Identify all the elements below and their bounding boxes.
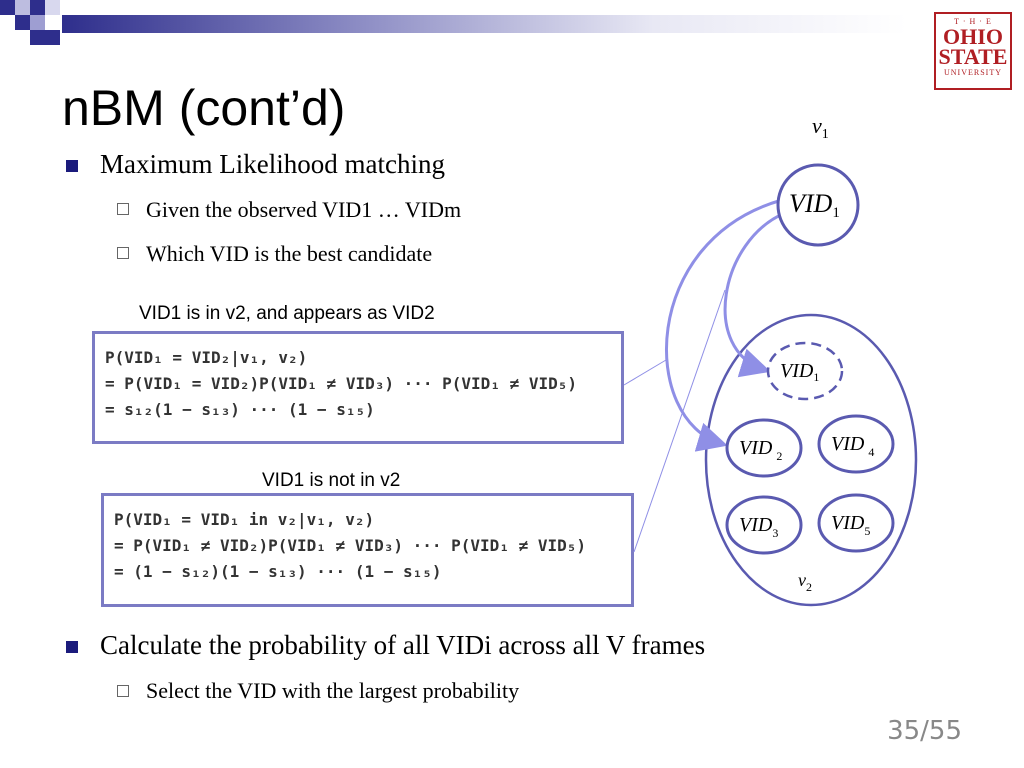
label-vid1-dashed: VID1 bbox=[780, 360, 819, 384]
label-v2: v2 bbox=[798, 570, 812, 594]
logo-line1: T · H · E bbox=[954, 17, 992, 26]
node-vid4 bbox=[817, 414, 895, 474]
equation-line: = (1 − s₁₂)(1 − s₁₃) ··· (1 − s₁₅) bbox=[114, 562, 442, 581]
sub-bullet-square-icon bbox=[117, 247, 129, 259]
sub-bullet-square-icon bbox=[117, 685, 129, 697]
header-square bbox=[30, 0, 45, 15]
bullet-square-icon bbox=[66, 160, 78, 172]
bullet-square-icon bbox=[66, 641, 78, 653]
label-vid3: VID3 bbox=[739, 514, 778, 540]
header-square bbox=[45, 15, 60, 30]
equation-box-case1: P(VID₁ = VID₂|v₁, v₂) = P(VID₁ = VID₂)P(… bbox=[92, 331, 624, 444]
equation-line: = P(VID₁ = VID₂)P(VID₁ ≠ VID₃) ··· P(VID… bbox=[105, 374, 578, 393]
header-square bbox=[45, 0, 60, 15]
node-vid2 bbox=[725, 418, 803, 478]
header-decoration bbox=[0, 0, 1024, 60]
callout-line bbox=[633, 289, 726, 553]
match-arrow bbox=[723, 211, 786, 378]
equation-box-case2: P(VID₁ = VID₁ in v₂|v₁, v₂) = P(VID₁ ≠ V… bbox=[101, 493, 634, 607]
node-vid5 bbox=[817, 493, 895, 553]
logo-line4: UNIVERSITY bbox=[944, 68, 1002, 77]
equation-line: = s₁₂(1 − s₁₃) ··· (1 − s₁₅) bbox=[105, 400, 375, 419]
header-gradient-bar bbox=[62, 15, 907, 33]
match-arrow bbox=[664, 198, 783, 452]
header-square bbox=[15, 0, 30, 15]
logo-line3: STATE bbox=[938, 44, 1008, 69]
node-vid3 bbox=[725, 495, 803, 555]
label-vid1-top: VID1 bbox=[789, 189, 840, 221]
header-square bbox=[45, 30, 60, 45]
page-number: 35/55 bbox=[887, 716, 962, 746]
university-logo: T · H · E OHIO STATE UNIVERSITY bbox=[934, 12, 1012, 90]
equation-line: P(VID₁ = VID₁ in v₂|v₁, v₂) bbox=[114, 510, 375, 529]
header-square bbox=[0, 0, 15, 15]
logo-line2: OHIO bbox=[943, 24, 1003, 49]
node-vid1-dashed bbox=[766, 341, 844, 401]
sub-bullet-observed: Given the observed VID1 … VIDm bbox=[146, 197, 462, 222]
caption-case-in-v2: VID1 is in v2, and appears as VID2 bbox=[139, 303, 435, 324]
bullet-calculate-probability: Calculate the probability of all VIDi ac… bbox=[100, 630, 706, 660]
bullet-ml-matching: Maximum Likelihood matching bbox=[100, 149, 445, 179]
callout-line bbox=[623, 359, 667, 386]
label-vid5: VID5 bbox=[831, 512, 870, 538]
equation-line: = P(VID₁ ≠ VID₂)P(VID₁ ≠ VID₃) ··· P(VID… bbox=[114, 536, 587, 555]
equation-line: P(VID₁ = VID₂|v₁, v₂) bbox=[105, 348, 308, 367]
sub-bullet-best-candidate: Which VID is the best candidate bbox=[146, 241, 433, 266]
sub-bullet-square-icon bbox=[117, 203, 129, 215]
label-v1: v1 bbox=[812, 113, 829, 142]
slide-title: nBM (cont’d) bbox=[62, 80, 346, 136]
header-square bbox=[15, 15, 30, 30]
header-square bbox=[30, 15, 45, 30]
node-vid1-top bbox=[776, 163, 860, 247]
caption-case-not-in-v2: VID1 is not in v2 bbox=[262, 470, 401, 491]
header-square bbox=[30, 30, 45, 45]
sub-bullet-select-largest: Select the VID with the largest probabil… bbox=[146, 678, 520, 703]
